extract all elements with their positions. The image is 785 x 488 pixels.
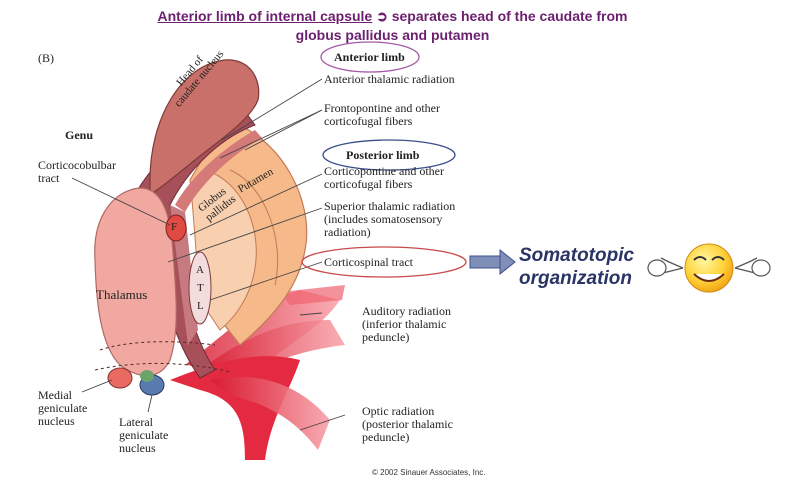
- superior-thalamic-label: Superior thalamic radiation (includes so…: [324, 200, 455, 239]
- frontopontine-label: Frontopontine and other corticofugal fib…: [324, 102, 440, 128]
- anterior-thalamic-label: Anterior thalamic radiation: [324, 72, 455, 86]
- frontopontine-line-1: Frontopontine and other: [324, 101, 440, 115]
- title-rest: separates head of the caudate from: [391, 8, 628, 24]
- l-label: L: [197, 300, 204, 312]
- title-line-1: Anterior limb of internal capsule ➲ sepa…: [0, 8, 785, 25]
- thalamus-label: Thalamus: [96, 287, 148, 302]
- corticospinal-ellipse: [301, 246, 467, 278]
- medial-geniculate-line-1: Medial: [38, 388, 72, 402]
- title-line-2: globus pallidus and putamen: [295, 27, 490, 43]
- optic-line-2: (posterior thalamic: [362, 417, 453, 431]
- corticobulbar-line-2: tract: [38, 171, 60, 185]
- corticopontine-label: Corticopontine and other corticofugal fi…: [324, 165, 444, 191]
- panel-label: (B): [38, 51, 54, 65]
- thalamus-region: [94, 187, 177, 377]
- posterior-limb-ellipse: [322, 139, 456, 171]
- frontopontine-line-2: corticofugal fibers: [324, 114, 413, 128]
- lateral-geniculate-line-1: Lateral: [119, 415, 153, 429]
- auditory-line-1: Auditory radiation: [362, 304, 451, 318]
- medial-geniculate-line-2: geniculate: [38, 401, 88, 415]
- auditory-line-3: peduncle): [362, 330, 410, 344]
- optic-label: Optic radiation (posterior thalamic pedu…: [362, 405, 453, 444]
- red-fiber-radiations: [170, 285, 345, 460]
- smiley-face-icon: [647, 243, 771, 293]
- superior-thalamic-line-1: Superior thalamic radiation: [324, 199, 456, 213]
- posterior-limb-label: Posterior limb: [346, 148, 420, 162]
- atl-marker: [188, 251, 212, 325]
- arrow-right-icon: [469, 248, 516, 276]
- f-label: F: [171, 221, 178, 233]
- medial-geniculate-nucleus: [107, 367, 133, 389]
- copyright-label: © 2002 Sinauer Associates, Inc.: [372, 468, 486, 477]
- title-underlined: Anterior limb of internal capsule: [157, 8, 373, 24]
- auditory-label: Auditory radiation (inferior thalamic pe…: [362, 305, 451, 344]
- a-label: A: [196, 264, 204, 276]
- anterior-limb-ellipse: [320, 41, 420, 73]
- caudate-head: [149, 59, 260, 197]
- leader-lines: [71, 78, 346, 431]
- lateral-geniculate-label: Lateral geniculate nucleus: [119, 416, 168, 455]
- corticospinal-label: Corticospinal tract: [324, 255, 413, 269]
- superior-thalamic-line-2: (includes somatosensory: [324, 212, 443, 226]
- anterior-limb-label: Anterior limb: [334, 50, 405, 64]
- corticopontine-line-2: corticofugal fibers: [324, 177, 413, 191]
- corticobulbar-label: Corticocobulbar tract: [38, 159, 116, 185]
- medial-geniculate-label: Medial geniculate nucleus: [38, 389, 87, 428]
- auditory-line-2: (inferior thalamic: [362, 317, 447, 331]
- genu-label: Genu: [65, 128, 94, 142]
- f-marker: [165, 214, 187, 242]
- lateral-geniculate-line-3: nucleus: [119, 441, 156, 455]
- t-label: T: [197, 282, 204, 294]
- somatotopic-line-2: organization: [519, 268, 632, 289]
- lateral-geniculate-line-2: geniculate: [119, 428, 169, 442]
- corticopontine-line-1: Corticopontine and other: [324, 164, 444, 178]
- optic-line-1: Optic radiation: [362, 404, 435, 418]
- optic-line-3: peduncle): [362, 430, 410, 444]
- corticobulbar-line-1: Corticocobulbar: [38, 158, 116, 172]
- arrow-bullet-icon: ➲: [376, 8, 388, 24]
- somatotopic-line-1: Somatotopic: [519, 245, 635, 266]
- superior-thalamic-line-3: radiation): [324, 225, 371, 239]
- medial-geniculate-line-3: nucleus: [38, 414, 75, 428]
- somatotopic-callout: Somatotopic organization: [519, 244, 634, 290]
